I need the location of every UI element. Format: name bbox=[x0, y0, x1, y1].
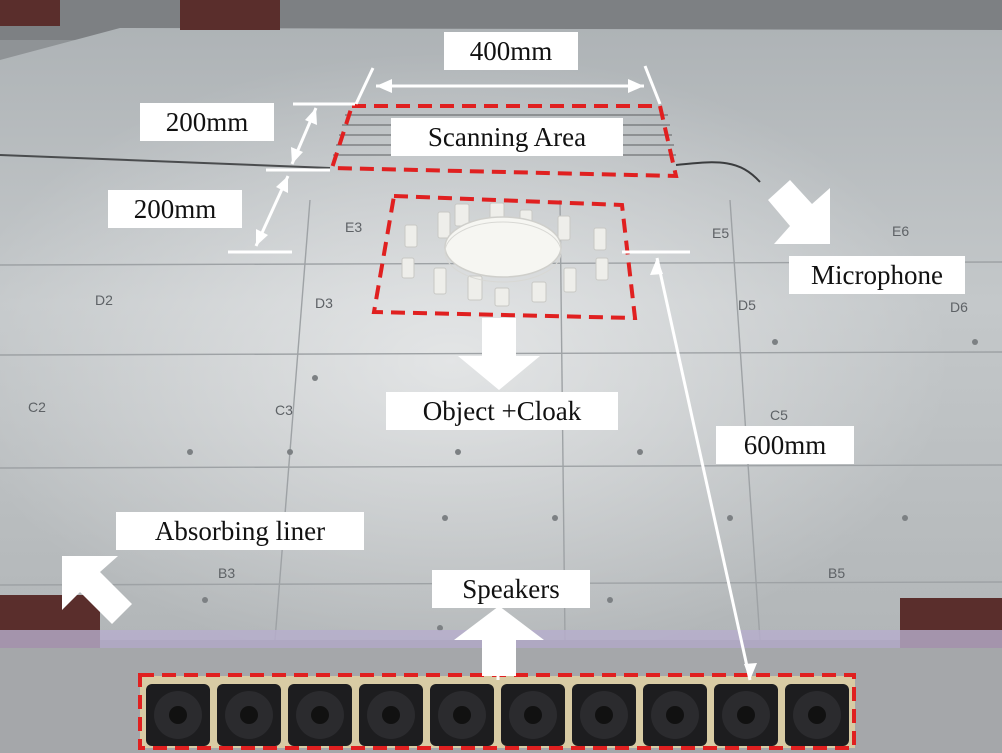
cylindrical-object bbox=[444, 216, 562, 278]
marking-b5: B5 bbox=[828, 565, 845, 581]
marking-c3: C3 bbox=[275, 402, 293, 418]
speaker bbox=[501, 684, 565, 746]
marking-d6: D6 bbox=[950, 299, 968, 315]
marking-d5: D5 bbox=[738, 297, 756, 313]
depth-200-bottom-label: 200mm bbox=[108, 190, 242, 228]
scanning-area-box bbox=[329, 104, 679, 179]
speaker bbox=[146, 684, 210, 746]
probe-cable bbox=[0, 154, 331, 169]
panel-markings: E3 E5 E6 D2 D3 D5 D6 C2 C3 C5 B3 B5 bbox=[28, 219, 968, 581]
pointer-arrows bbox=[62, 180, 830, 676]
marking-e3: E3 bbox=[345, 219, 362, 235]
object-box bbox=[371, 193, 638, 321]
speaker bbox=[217, 684, 281, 746]
speakers-arrow-icon bbox=[454, 606, 544, 676]
speaker bbox=[785, 684, 849, 746]
distance-600-label: 600mm bbox=[716, 426, 854, 464]
marking-c5: C5 bbox=[770, 407, 788, 423]
marking-d2: D2 bbox=[95, 292, 113, 308]
absorbing-liner-arrow-icon bbox=[62, 556, 132, 624]
marking-e6: E6 bbox=[892, 223, 909, 239]
speaker bbox=[288, 684, 352, 746]
speaker-array bbox=[146, 684, 849, 746]
object-cloak-label: Object +Cloak bbox=[386, 392, 618, 430]
speaker bbox=[714, 684, 778, 746]
width-400-label: 400mm bbox=[444, 32, 578, 70]
microphone-cable bbox=[675, 161, 761, 183]
speaker bbox=[643, 684, 707, 746]
marking-c2: C2 bbox=[28, 399, 46, 415]
speakers-label: Speakers bbox=[432, 570, 590, 608]
object-arrow-icon bbox=[458, 318, 540, 390]
marking-d3: D3 bbox=[315, 295, 333, 311]
speaker bbox=[572, 684, 636, 746]
absorbing-liner-label: Absorbing liner bbox=[116, 512, 364, 550]
scanning-area-label: Scanning Area bbox=[391, 118, 623, 156]
dimension-arrowheads bbox=[256, 79, 757, 680]
microphone-label: Microphone bbox=[789, 256, 965, 294]
marking-b3: B3 bbox=[218, 565, 235, 581]
cloak-structure bbox=[401, 202, 609, 307]
speaker bbox=[430, 684, 494, 746]
speaker bbox=[359, 684, 423, 746]
marking-e5: E5 bbox=[712, 225, 729, 241]
microphone-arrow-icon bbox=[768, 180, 830, 244]
depth-200-top-label: 200mm bbox=[140, 103, 274, 141]
